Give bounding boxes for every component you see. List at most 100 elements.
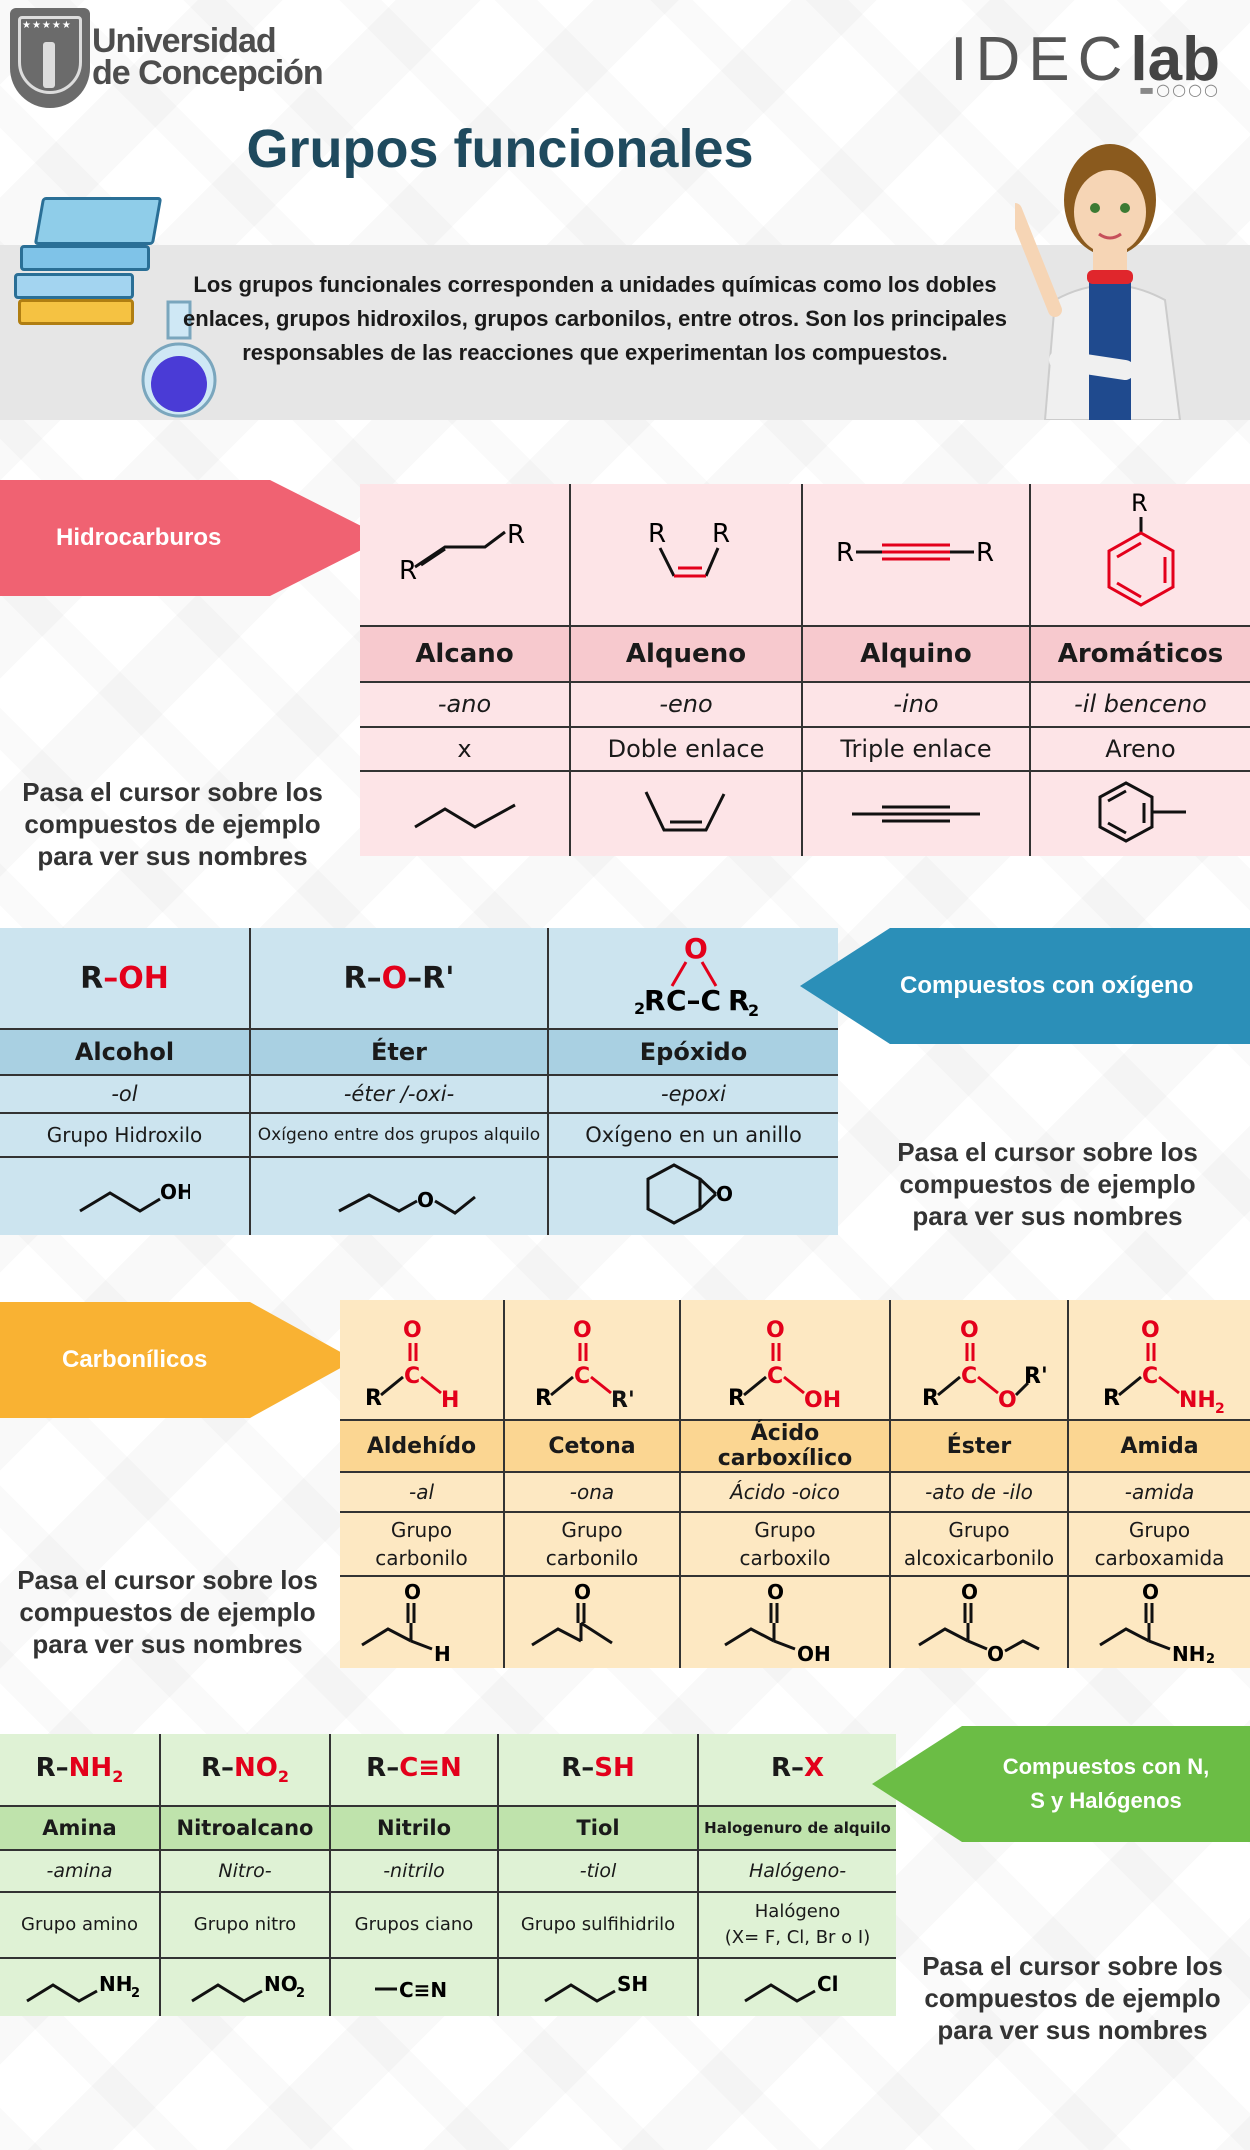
alcohol-name: Alcohol	[0, 1028, 251, 1076]
oxigeno-label: Compuestos con oxígeno	[900, 972, 1194, 999]
nitroalcano-formula-bond: –	[221, 1752, 234, 1783]
aldehido-suffix: -al	[340, 1471, 505, 1513]
svg-text:R: R	[712, 519, 730, 549]
svg-text:O: O	[574, 1580, 591, 1604]
carbonilicos-arrow: Carbonílicos	[0, 1302, 355, 1418]
svg-text:OH: OH	[160, 1180, 190, 1204]
tiol-formula-group: SH	[594, 1752, 635, 1783]
amina-formula-r: R	[35, 1752, 56, 1783]
svg-text:2: 2	[1215, 1401, 1225, 1413]
alcohol-suffix: -ol	[0, 1074, 251, 1114]
aromaticos-structure: R	[1029, 484, 1250, 627]
halogenuro-name: Halogenuro de alquilo	[697, 1805, 896, 1851]
svg-text:O: O	[1141, 1318, 1160, 1343]
university-line2: de Concepción	[92, 54, 324, 92]
alqueno-example[interactable]	[569, 770, 803, 856]
nitroalcano-formula-sub: 2	[277, 1767, 290, 1787]
svg-text:O: O	[998, 1388, 1017, 1413]
tiol-formula-r: R	[561, 1752, 582, 1783]
hidrocarburos-label: Hidrocarburos	[56, 524, 222, 551]
cetona-desc-line2: carbonilo	[545, 1546, 639, 1570]
halogenuro-formula-group: X	[803, 1752, 825, 1783]
svg-text:C–C: C–C	[666, 984, 721, 1017]
cetona-name: Cetona	[503, 1419, 681, 1473]
amina-suffix: -amina	[0, 1849, 161, 1893]
nitro-label-line2: S y Halógenos	[1030, 1788, 1182, 1813]
hidrocarburos-arrow: Hidrocarburos	[0, 480, 385, 596]
svg-text:SH: SH	[617, 1972, 648, 1996]
nitro-hint: Pasa el cursor sobre los compuestos de e…	[922, 1951, 1223, 2045]
svg-text:C≡N: C≡N	[399, 1978, 447, 2002]
aldehido-name: Aldehído	[340, 1419, 505, 1473]
cetona-example[interactable]: O	[503, 1575, 681, 1668]
alcano-example[interactable]	[360, 770, 571, 856]
acido-carboxilico-suffix: Ácido -oico	[679, 1471, 891, 1513]
ester-suffix: -ato de -ilo	[889, 1471, 1069, 1513]
nitroalcano-desc-line1: Grupo nitro	[193, 1914, 297, 1935]
amina-formula: R–NH2	[0, 1734, 161, 1807]
ester-desc-line2: alcoxicarbonilo	[903, 1546, 1055, 1570]
nitro-arrow: Compuestos con N, S y Halógenos	[872, 1726, 1250, 1842]
svg-text:O: O	[716, 1182, 733, 1206]
aromaticos-example[interactable]	[1029, 770, 1250, 856]
amina-name: Amina	[0, 1805, 161, 1851]
amida-name: Amida	[1067, 1419, 1250, 1473]
svg-text:NO: NO	[264, 1972, 298, 1996]
alcohol-example[interactable]: OH	[0, 1156, 251, 1235]
epoxido-name: Epóxido	[547, 1028, 838, 1076]
nitrilo-name: Nitrilo	[329, 1805, 499, 1851]
acido-carboxilico-name: Ácido carboxílico	[679, 1419, 891, 1473]
alqueno-desc: Doble enlace	[569, 725, 803, 773]
nitrilo-example[interactable]: C≡N	[329, 1957, 499, 2016]
tiol-desc-line1: Grupo sulfihidrilo	[520, 1914, 676, 1935]
nitroalcano-suffix: Nitro-	[159, 1849, 331, 1893]
amina-formula-group: NH	[68, 1752, 113, 1783]
hidrocarburos-table: R R R R R R	[360, 484, 1250, 856]
svg-text:R: R	[1131, 489, 1148, 517]
svg-text:Cl: Cl	[817, 1972, 839, 1996]
svg-text:OH: OH	[797, 1642, 831, 1663]
alqueno-name: Alqueno	[569, 624, 803, 684]
svg-text:O: O	[987, 1642, 1004, 1663]
svg-text:C: C	[404, 1364, 420, 1389]
svg-text:NH: NH	[99, 1972, 132, 1996]
svg-text:OH: OH	[804, 1388, 841, 1413]
halogenuro-example[interactable]: Cl	[697, 1957, 896, 2016]
tiol-example[interactable]: SH	[497, 1957, 699, 2016]
svg-text:2: 2	[296, 1986, 305, 2001]
hidrocarburos-hint: Pasa el cursor sobre los compuestos de e…	[22, 777, 323, 871]
alquino-example[interactable]	[801, 770, 1031, 856]
nitrilo-formula-bond: –	[386, 1752, 400, 1783]
acido-carboxilico-desc-line1: Grupo	[754, 1518, 816, 1542]
cetona-suffix: -ona	[503, 1471, 681, 1513]
svg-text:H: H	[441, 1388, 459, 1413]
intro-text: Los grupos funcionales corresponden a un…	[183, 272, 1007, 365]
nitrilo-desc: Grupos ciano	[329, 1891, 499, 1959]
epoxido-example[interactable]: O	[547, 1156, 838, 1235]
amida-desc-line1: Grupo	[1128, 1518, 1191, 1542]
university-name: Universidad de Concepción	[92, 24, 324, 92]
oxigeno-table: R–OH R–O–R' O 2 R C–C R 2 Alcohol Éter E…	[0, 928, 838, 1235]
oxigeno-hint: Pasa el cursor sobre los compuestos de e…	[897, 1137, 1198, 1231]
halogenuro-desc: Halógeno(X= F, Cl, Br o I)	[697, 1891, 896, 1959]
svg-text:R: R	[535, 1386, 552, 1411]
teacher-illustration-icon	[1015, 144, 1182, 420]
ideclab-logo: IDEClab	[950, 24, 1220, 95]
svg-text:R: R	[644, 984, 666, 1017]
aromaticos-name: Aromáticos	[1029, 624, 1250, 684]
nitrilo-desc-line1: Grupos ciano	[354, 1914, 474, 1935]
eter-example[interactable]: O	[249, 1156, 549, 1235]
epoxido-formula: O 2 R C–C R 2	[547, 928, 838, 1030]
brand-idec: IDEC	[950, 25, 1131, 94]
amida-suffix: -amida	[1067, 1471, 1250, 1513]
